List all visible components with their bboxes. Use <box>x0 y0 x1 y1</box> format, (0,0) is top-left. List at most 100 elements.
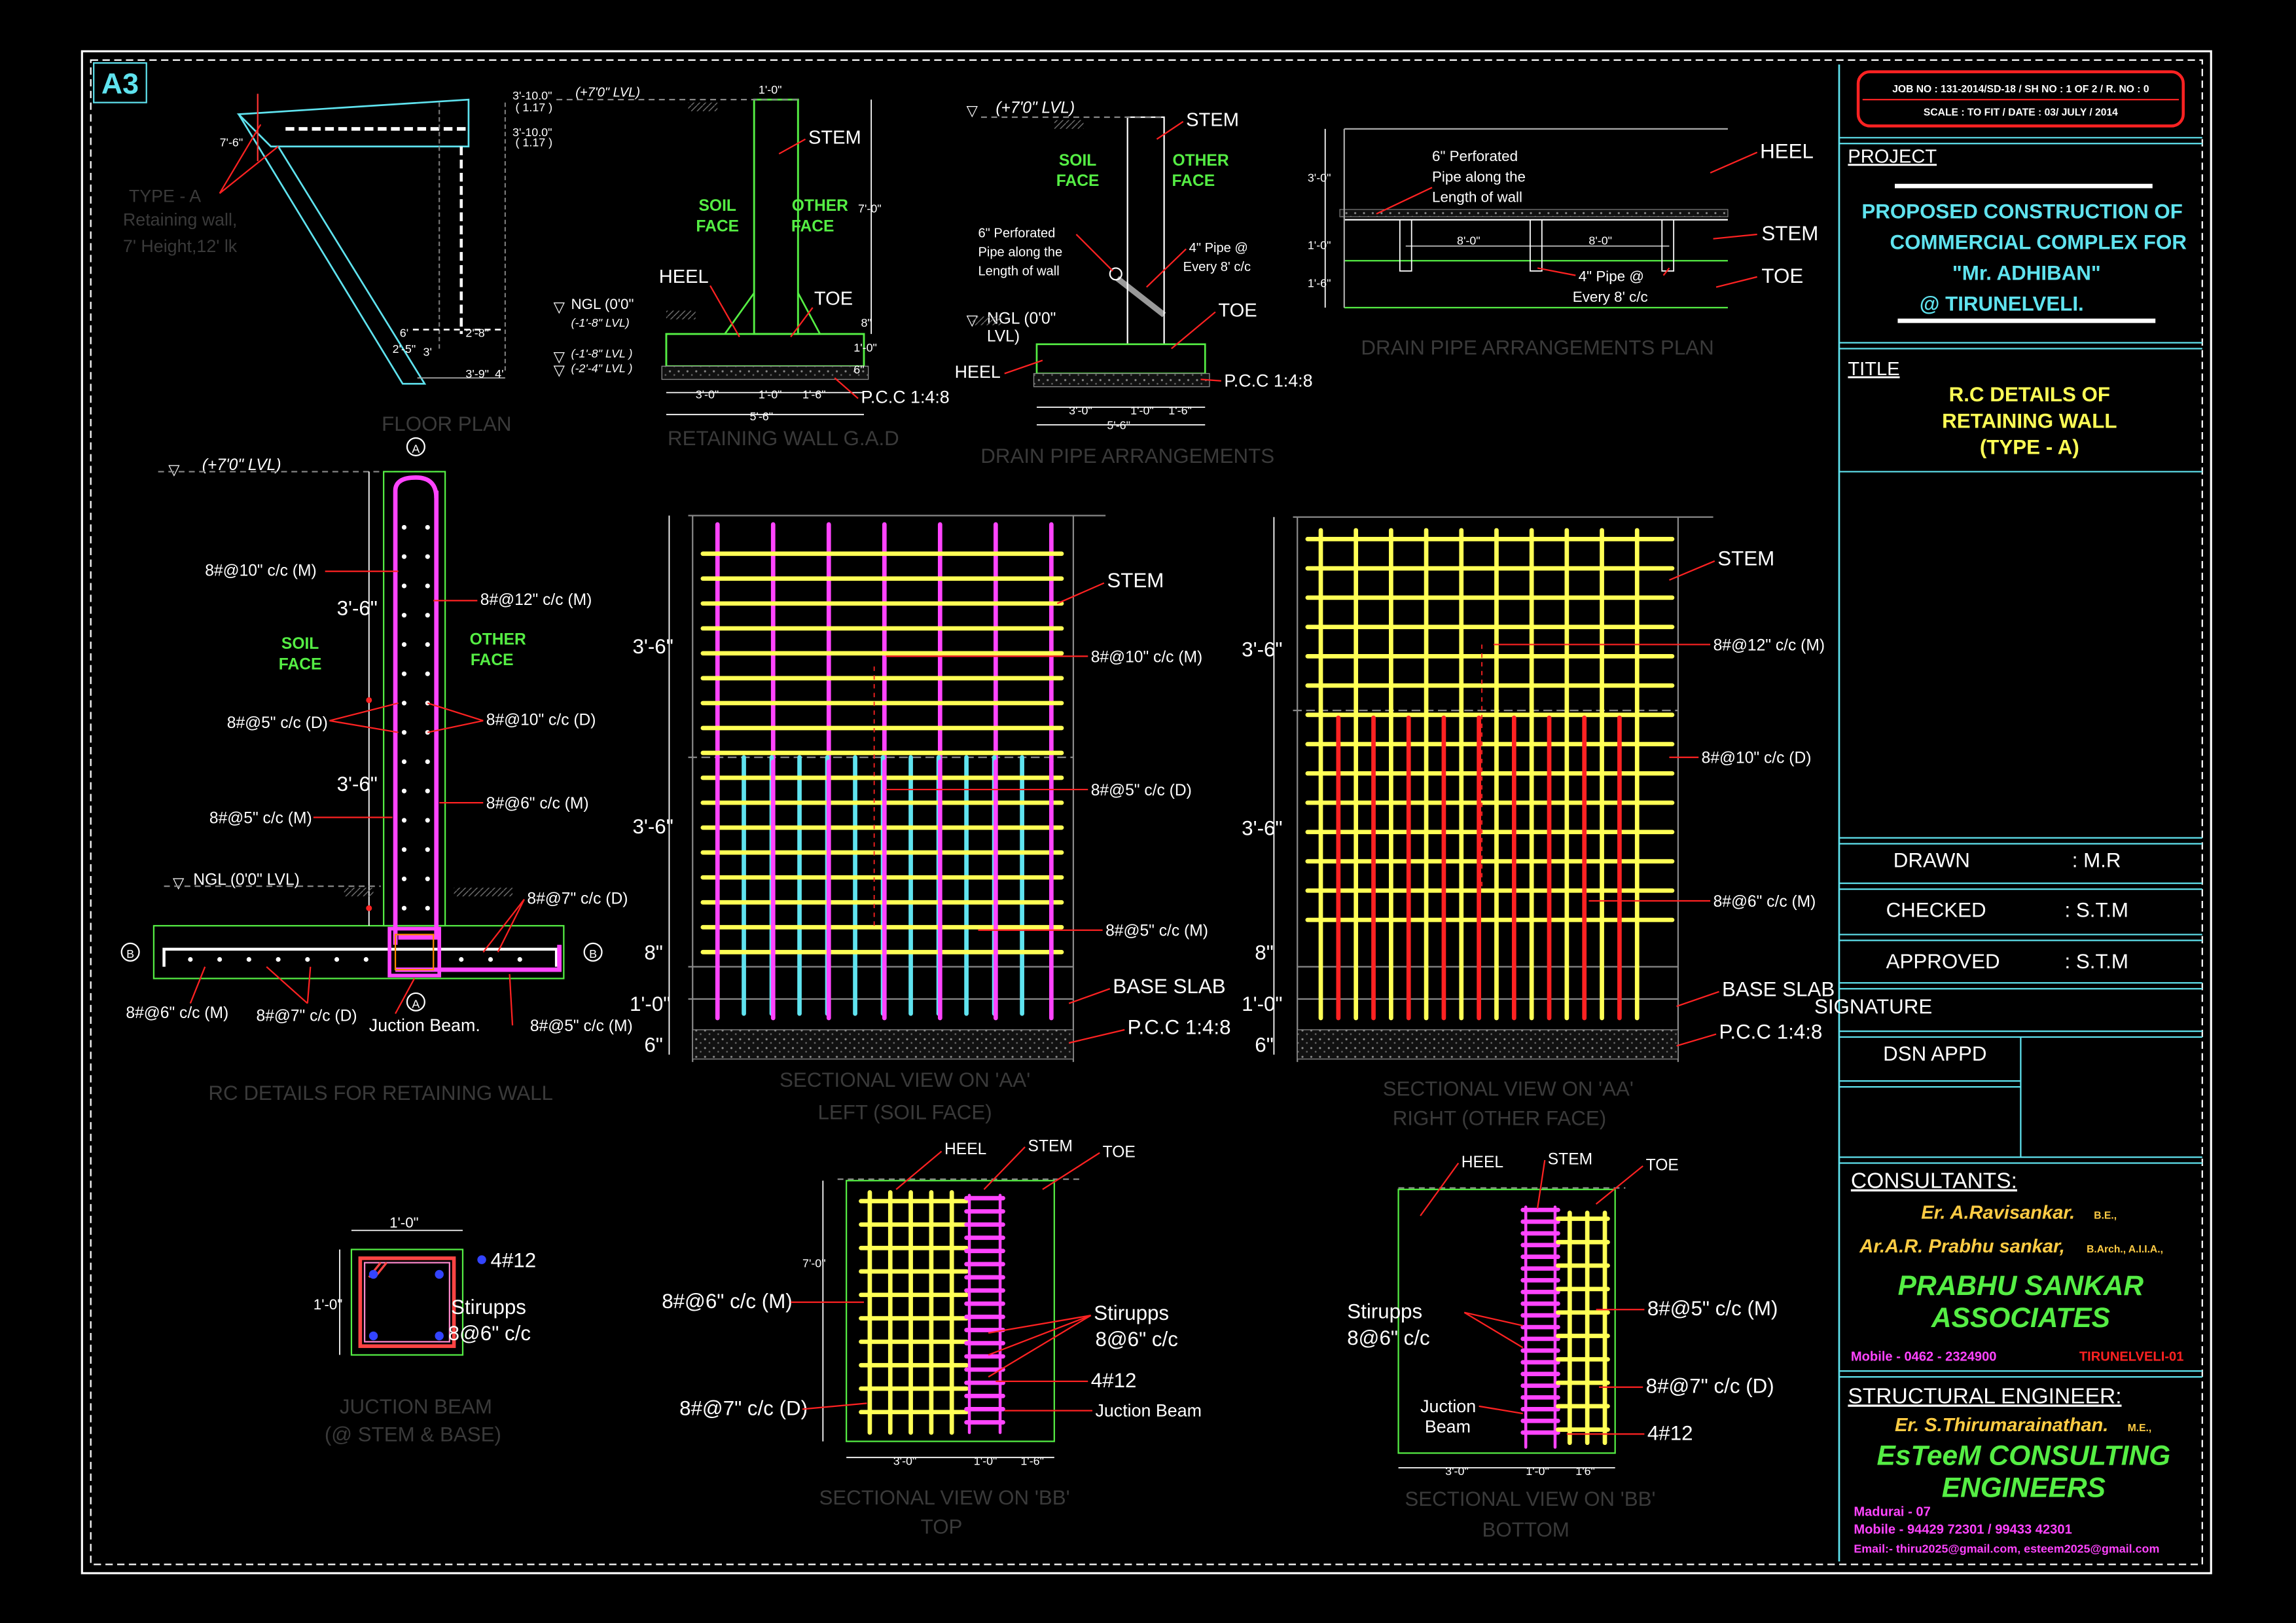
bb-bot-junction-1: Juction <box>1420 1396 1476 1416</box>
aa-left-dim-4: 1'-0" <box>630 993 670 1015</box>
gad-soil-face-2: FACE <box>696 218 739 236</box>
tb-title-3: (TYPE - A) <box>1980 436 2079 459</box>
tb-consultant1: Er. A.Ravisankar. <box>1921 1202 2075 1223</box>
section-bb-bottom: HEEL STEM TOE Stirupps 8@6" c/c Juction … <box>1347 1151 1778 1541</box>
tb-se-email: Email:- thiru2025@gmail.com, esteem2025@… <box>1854 1542 2159 1556</box>
rc-right-5: 8#@5" c/c (M) <box>530 1017 633 1035</box>
jb-bars: 4#12 <box>490 1249 536 1271</box>
bb-top-dim-1: 3'-0" <box>893 1454 917 1467</box>
bb-bot-stem: STEM <box>1548 1151 1592 1169</box>
bb-top-stirrups-1: Stirupps <box>1094 1302 1169 1324</box>
jb-title-2: (@ STEM & BASE) <box>325 1423 501 1446</box>
bb-top-title-2: TOP <box>921 1516 963 1539</box>
tb-se-name: Er. S.Thirumarainathan. <box>1895 1415 2108 1436</box>
jb-dim-top: 1'-0" <box>389 1214 419 1231</box>
tb-checked: : S.T.M <box>2065 899 2128 922</box>
drain-plan-dim-l3: 1'-6" <box>1308 277 1331 290</box>
gad-dim-r2: 1'-0" <box>853 341 877 354</box>
gad-drawing: (+7'0" LVL) 1'-0" STEM SOIL FACE OTHER F… <box>554 83 950 450</box>
aa-right-title-1: SECTIONAL VIEW ON 'AA' <box>1383 1078 1634 1101</box>
sheet-size-badge <box>93 62 147 103</box>
drain-soil-face-1: SOIL <box>1059 152 1096 170</box>
gad-other-face-2: FACE <box>791 218 834 236</box>
floor-plan-dim-7: 4' <box>495 367 503 380</box>
aa-left-base: BASE SLAB <box>1113 975 1225 998</box>
floor-plan-dim-6: 3'-9" <box>465 367 489 380</box>
tb-project-4: @ TIRUNELVELI. <box>1920 292 2084 315</box>
aa-right-dim-5: 6" <box>1255 1033 1274 1056</box>
bb-bot-right-3: 4#12 <box>1647 1421 1693 1444</box>
gad-dim-b2: 1'-0" <box>759 388 782 401</box>
gad-dim-b4: 5'-6" <box>749 410 773 423</box>
bb-bot-title-1: SECTIONAL VIEW ON 'BB' <box>1405 1487 1655 1510</box>
svg-text:▽: ▽ <box>554 362 565 378</box>
aa-right-dim-3: 8" <box>1255 941 1274 964</box>
drain-plan-dim-m1: 8'-0" <box>1457 234 1480 247</box>
tb-project-2: COMMERCIAL COMPLEX FOR <box>1890 230 2187 253</box>
gad-height-dim: 7'-0" <box>858 202 882 215</box>
tb-title-1: R.C DETAILS OF <box>1949 383 2110 406</box>
jb-stirrups-1: Stirupps <box>451 1296 526 1319</box>
aa-left-dim-3: 8" <box>644 941 663 964</box>
aa-left-pcc: P.C.C 1:4:8 <box>1128 1016 1231 1039</box>
title-block: JOB NO : 131-2014/SD-18 / SH NO : 1 OF 2… <box>1814 64 2202 1562</box>
gad-title: RETAINING WALL G.A.D <box>668 427 899 450</box>
jb-title-1: JUCTION BEAM <box>340 1395 492 1418</box>
bb-bot-right-1: 8#@5" c/c (M) <box>1647 1297 1778 1320</box>
gad-dim-b3: 1'-6" <box>802 388 826 401</box>
gad-lvl-2: (-1'-8" LVL ) <box>571 347 633 360</box>
bb-top-heel: HEEL <box>944 1140 986 1158</box>
drain-heel-label: HEEL <box>955 362 1001 382</box>
rc-right-1: 8#@12" c/c (M) <box>480 591 592 609</box>
drain-ngl-2: LVL) <box>987 327 1020 345</box>
aa-right-bar-2: 8#@10" c/c (D) <box>1702 750 1812 767</box>
bb-bot-heel: HEEL <box>1462 1154 1503 1171</box>
aa-left-bar-3: 8#@5" c/c (M) <box>1105 922 1208 940</box>
tb-project-3: "Mr. ADHIBAN" <box>1952 261 2101 284</box>
drain-dim-1: 3'-0" <box>1069 404 1092 417</box>
gad-stem-label: STEM <box>808 127 861 148</box>
floor-plan-dim-1: 7'-6" <box>220 136 243 149</box>
drain-title: DRAIN PIPE ARRANGEMENTS <box>980 445 1274 467</box>
outer-border <box>81 50 2212 1575</box>
bb-bot-dim-3: 1'6" <box>1575 1465 1595 1478</box>
drain-soil-face-2: FACE <box>1056 172 1100 190</box>
tb-project-1: PROPOSED CONSTRUCTION OF <box>1861 200 2183 223</box>
tb-firm-mobile: Mobile - 0462 - 2324900 <box>1851 1350 1997 1364</box>
tb-se-city: Madurai - 07 <box>1854 1505 1930 1520</box>
drain-plan-drawing: 3'-0" 1'-0" 1'-6" 8'-0" 8'-0" 6" Perfora… <box>1308 128 1818 359</box>
rc-right-2: 8#@10" c/c (D) <box>486 711 596 729</box>
tb-se-firm-1: EsTeeM CONSULTING <box>1877 1440 2171 1471</box>
rc-dim-2: 3'-6" <box>337 773 378 795</box>
aa-left-dim-5: 6" <box>644 1033 663 1056</box>
bb-top-left-2: 8#@7" c/c (D) <box>679 1396 808 1419</box>
tb-drawn: : M.R <box>2072 849 2121 872</box>
bb-top-junction: Juction Beam <box>1095 1401 1202 1421</box>
gad-dim-r3: 6" <box>853 363 864 376</box>
bb-top-stirrups-2: 8@6" c/c <box>1095 1328 1177 1351</box>
tb-se-mobile: Mobile - 94429 72301 / 99433 42301 <box>1854 1523 2072 1537</box>
drain-plan-title: DRAIN PIPE ARRANGEMENTS PLAN <box>1361 336 1713 359</box>
bb-bot-stirrups-2: 8@6" c/c <box>1347 1326 1429 1349</box>
bb-top-dim-2: 1'-0" <box>974 1454 997 1467</box>
svg-text:▽: ▽ <box>173 875 184 891</box>
bb-top-title-1: SECTIONAL VIEW ON 'BB' <box>819 1486 1069 1509</box>
rc-mark-a-top: A <box>412 442 420 455</box>
drain-plan-toe: TOE <box>1761 264 1803 287</box>
rc-left-3: 8#@5" c/c (M) <box>209 809 312 827</box>
floor-plan-dim-2: 6' <box>400 327 408 340</box>
bb-top-left-1: 8#@6" c/c (M) <box>662 1290 792 1313</box>
drain-plan-dim-l2: 1'-0" <box>1308 238 1331 251</box>
aa-left-title-1: SECTIONAL VIEW ON 'AA' <box>780 1068 1030 1091</box>
tb-signature: SIGNATURE <box>1814 995 1932 1018</box>
gad-top-dim: 1'-0" <box>759 83 782 96</box>
drain-perforated-3: Length of wall <box>978 264 1059 279</box>
aa-left-dim-2: 3'-6" <box>632 815 673 838</box>
tb-consultant2: Ar.A.R. Prabhu sankar, <box>1859 1236 2065 1257</box>
tb-consultant1-deg: B.E., <box>2094 1210 2117 1221</box>
tb-scale: SCALE : TO FIT / DATE : 03/ JULY / 2014 <box>1924 107 2118 119</box>
rc-right-3: 8#@6" c/c (M) <box>486 795 589 812</box>
inner-border <box>90 59 2203 1565</box>
bb-bot-title-2: BOTTOM <box>1482 1518 1570 1541</box>
